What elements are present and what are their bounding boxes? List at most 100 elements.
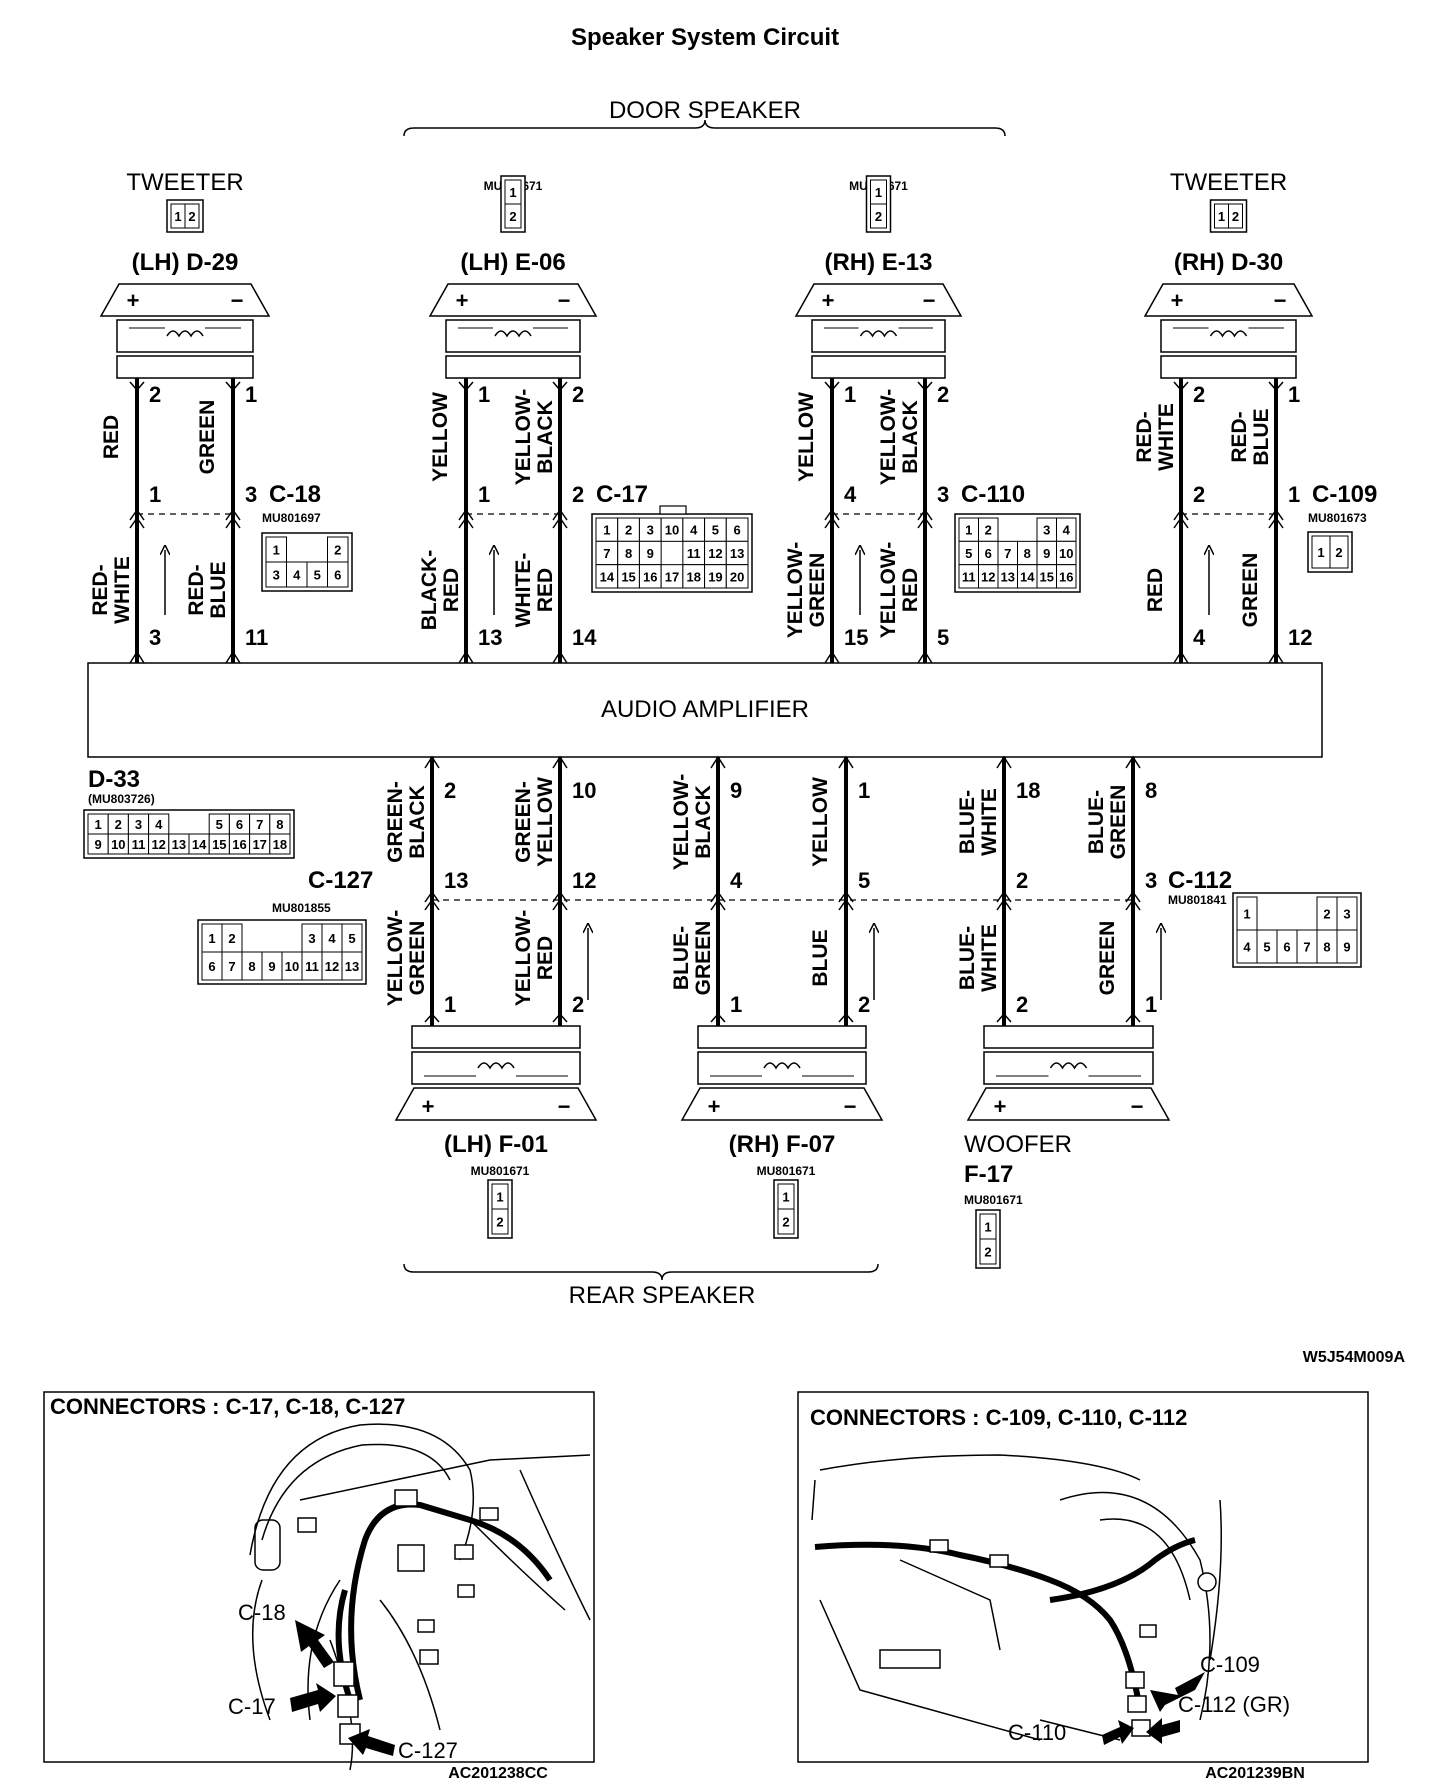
pin-label: 2 [572, 992, 584, 1017]
pin-label: 1 [1145, 992, 1157, 1017]
pin-number: 3 [1043, 523, 1050, 538]
svg-text:WHITE: WHITE [978, 924, 1001, 992]
pin-label: 2 [858, 992, 870, 1017]
pin-number: 5 [1263, 940, 1270, 955]
speaker-terminal-box [983, 1025, 1154, 1049]
wire-color-label: YELLOW-RED [877, 542, 922, 638]
pin-number: 2 [334, 543, 341, 558]
svg-text:GREEN: GREEN [806, 553, 829, 628]
pin-label: 2 [1016, 992, 1028, 1017]
terminal-mark [917, 381, 933, 392]
pin-number: 1 [509, 185, 516, 200]
pin-number: 5 [965, 546, 972, 561]
location-title: CONNECTORS : C-109, C-110, C-112 [810, 1405, 1187, 1430]
wire-color-label: YELLOW-BLACK [670, 774, 715, 870]
speaker-header: TWEETER [126, 169, 243, 196]
dashboard-illustration [249, 1423, 591, 1771]
pin-number: 1 [208, 931, 215, 946]
pin-label: 1 [149, 482, 161, 507]
terminal-mark [917, 650, 933, 664]
pin-number: 17 [252, 837, 266, 852]
pin-number: 8 [1323, 940, 1330, 955]
callout-c18: C-18 [238, 1600, 286, 1625]
plus-terminal: + [822, 288, 835, 313]
pin-number: 19 [708, 569, 722, 584]
junction-mark [458, 508, 474, 529]
pin-number: 2 [509, 209, 516, 224]
terminal-mark [129, 650, 145, 664]
minus-terminal: − [1131, 1094, 1144, 1119]
svg-text:BLUE-: BLUE- [1085, 790, 1108, 854]
pin-number: 2 [875, 209, 882, 224]
wire-color-label: YELLOW-BLACK [512, 389, 557, 485]
pin-label: 4 [844, 482, 857, 507]
plus-terminal: + [994, 1094, 1007, 1119]
pin-number: 20 [730, 569, 744, 584]
pin-number: 12 [325, 959, 339, 974]
pin-label: 13 [478, 625, 502, 650]
speaker-name: (RH) D-30 [1174, 249, 1283, 276]
pin-cell [269, 833, 291, 855]
location-code: AC201239BN [1205, 1765, 1305, 1782]
pin-cell [1329, 535, 1349, 569]
speaker-symbol: +− [966, 1025, 1171, 1121]
wire-color-label: GREEN-BLACK [384, 781, 429, 863]
speaker-terminal-box [116, 355, 254, 379]
lower-speaker-2: +−941YELLOW-BLACKBLUE-GREEN152YELLOWBLUE… [670, 755, 884, 1239]
wire-color-label: RED-BLUE [1228, 408, 1273, 465]
pin-cell [1056, 564, 1077, 589]
junction-mark [1268, 508, 1284, 529]
svg-text:YELLOW-: YELLOW- [670, 774, 693, 870]
terminal-mark [1125, 1012, 1141, 1023]
svg-text:RED-: RED- [185, 564, 208, 615]
wire-color-label: GREEN [1239, 553, 1262, 628]
pin-cell [504, 203, 522, 229]
wire-color-label: RED-WHITE [1133, 403, 1178, 471]
junction-mark [225, 508, 241, 529]
plus-terminal: + [456, 288, 469, 313]
svg-text:BLUE: BLUE [809, 929, 832, 986]
terminal-mark [552, 650, 568, 664]
pin-number: 17 [665, 569, 679, 584]
pin-number: 14 [192, 837, 207, 852]
pin-number: 9 [94, 837, 101, 852]
pin-number: 1 [984, 1220, 991, 1235]
minus-terminal: − [1274, 288, 1287, 313]
wire-color-label: GREEN [1096, 921, 1119, 996]
speaker-name: (LH) E-06 [460, 249, 565, 276]
terminal-mark [710, 755, 726, 769]
pin-number: 1 [603, 523, 610, 538]
svg-text:RED: RED [100, 415, 123, 459]
svg-text:BLUE: BLUE [1250, 408, 1273, 465]
pin-cell [725, 564, 749, 589]
speaker-symbol: +− [99, 283, 271, 379]
speaker-terminal-box [445, 355, 581, 379]
wiring-harness [814, 1537, 1196, 1711]
pin-number: 18 [273, 837, 287, 852]
svg-text:RED: RED [440, 568, 463, 612]
terminal-mark [552, 1012, 568, 1023]
speaker-connector-icon: 12 [500, 175, 526, 233]
terminal-mark [552, 755, 568, 769]
diagram-title: Speaker System Circuit [571, 24, 839, 51]
pin-number: 1 [496, 1190, 503, 1205]
speaker-cone [428, 283, 598, 317]
pin-label: 13 [444, 868, 468, 893]
minus-terminal: − [231, 288, 244, 313]
pin-number: 7 [228, 959, 235, 974]
svg-text:RED: RED [1144, 568, 1167, 612]
speaker-coil-box [445, 319, 581, 353]
speaker-name: (RH) F-07 [729, 1131, 836, 1158]
svg-text:GREEN: GREEN [406, 921, 429, 996]
pin-number: 4 [293, 568, 301, 583]
pin-cell [341, 951, 363, 981]
inline-connector-name: C-18 [269, 481, 321, 508]
terminal-mark [225, 650, 241, 664]
pin-label: 2 [1193, 482, 1205, 507]
speaker-symbol: +− [1143, 283, 1314, 379]
